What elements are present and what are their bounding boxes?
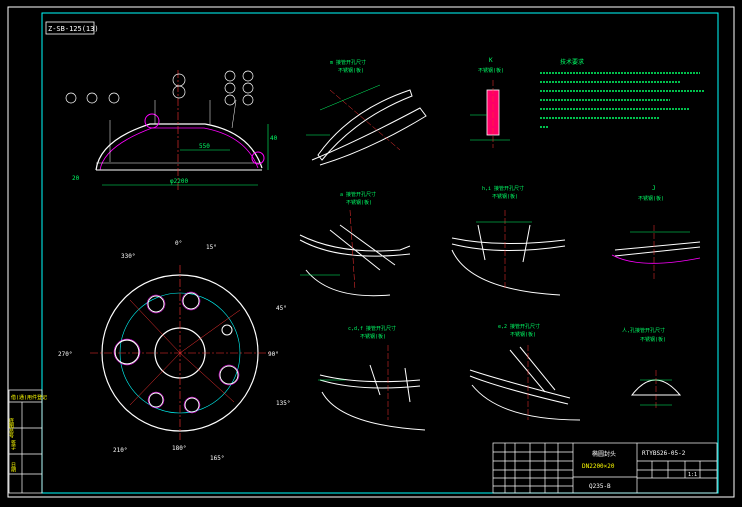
- drawing-outer-frame: [7, 6, 735, 498]
- angle-180: 180°: [172, 445, 186, 452]
- section-m-detail[interactable]: [306, 84, 427, 166]
- drawing-number-box: [45, 21, 95, 35]
- main-dim-thickness: 20: [72, 175, 80, 182]
- section-a-detail[interactable]: [299, 209, 411, 297]
- main-dim-height: 40: [270, 135, 278, 142]
- angle-210: 210°: [113, 447, 127, 454]
- section-hi-detail[interactable]: [451, 210, 566, 296]
- section-e2-title: e,2 接管开孔尺寸: [498, 323, 540, 330]
- main-dim-center: 550: [199, 143, 210, 150]
- title-part-name: 椭圆封头: [592, 450, 616, 458]
- notes-lines: [540, 72, 705, 128]
- angle-330: 330°: [121, 253, 135, 260]
- left-strip-cell-1: 底图总号: [8, 417, 14, 439]
- section-j-sub: 不锈钢(板): [638, 195, 664, 202]
- section-e2-detail[interactable]: [469, 345, 581, 421]
- section-manhole-title: 人,孔接管开孔尺寸: [622, 327, 665, 334]
- angle-15: 15°: [206, 244, 217, 251]
- section-k-title: K: [489, 57, 493, 64]
- section-e2-sub: 不锈钢(板): [510, 331, 536, 338]
- section-j-title: J: [652, 185, 656, 192]
- section-m-title: m 接管开孔尺寸: [330, 59, 366, 66]
- main-elevation-view[interactable]: [95, 70, 269, 190]
- section-k-sub: 不锈钢(板): [478, 67, 504, 74]
- section-a-sub: 不锈钢(板): [346, 199, 372, 206]
- title-block: [492, 442, 718, 494]
- title-spec: DN2200×20: [582, 463, 615, 470]
- section-hi-title: h,i 接管开孔尺寸: [482, 185, 524, 192]
- section-a-title: a 接管开孔尺寸: [340, 191, 376, 198]
- left-strip-header: 借(通)用件登记: [11, 394, 47, 401]
- section-k-detail[interactable]: [470, 80, 510, 148]
- angle-135: 135°: [276, 400, 290, 407]
- drawing-number-text: Z-SB-125(13): [48, 25, 99, 33]
- title-drawing-no: RTYBS26-05-2: [642, 450, 686, 457]
- section-manhole-sub: 不锈钢(板): [640, 336, 666, 343]
- notes-title: 技术要求: [560, 58, 584, 66]
- section-hi-sub: 不锈钢(板): [492, 193, 518, 200]
- section-manhole-detail[interactable]: [630, 370, 682, 408]
- left-registration-strip: [8, 389, 43, 494]
- angle-0: 0°: [175, 240, 182, 247]
- angle-90: 90°: [268, 351, 279, 358]
- main-dim-diameter: φ2200: [170, 178, 188, 185]
- title-material: Q235-B: [589, 483, 611, 490]
- section-cdf-sub: 不锈钢(板): [360, 333, 386, 340]
- angle-45: 45°: [276, 305, 287, 312]
- left-strip-cell-2: 签字: [10, 439, 16, 450]
- section-cdf-title: c,d,f 接管开孔尺寸: [348, 325, 396, 332]
- drawing-inner-frame: [41, 12, 719, 494]
- left-strip-cell-3: 日期: [10, 462, 16, 473]
- angle-270: 270°: [58, 351, 72, 358]
- nozzle-label-bubbles-top: [65, 70, 254, 106]
- section-j-detail[interactable]: [611, 225, 701, 280]
- angle-165: 165°: [210, 455, 224, 462]
- section-m-sub: 不锈钢(板): [338, 67, 364, 74]
- plan-view[interactable]: [90, 265, 270, 440]
- section-cdf-detail[interactable]: [318, 345, 426, 431]
- title-scale: 1:1: [688, 472, 697, 478]
